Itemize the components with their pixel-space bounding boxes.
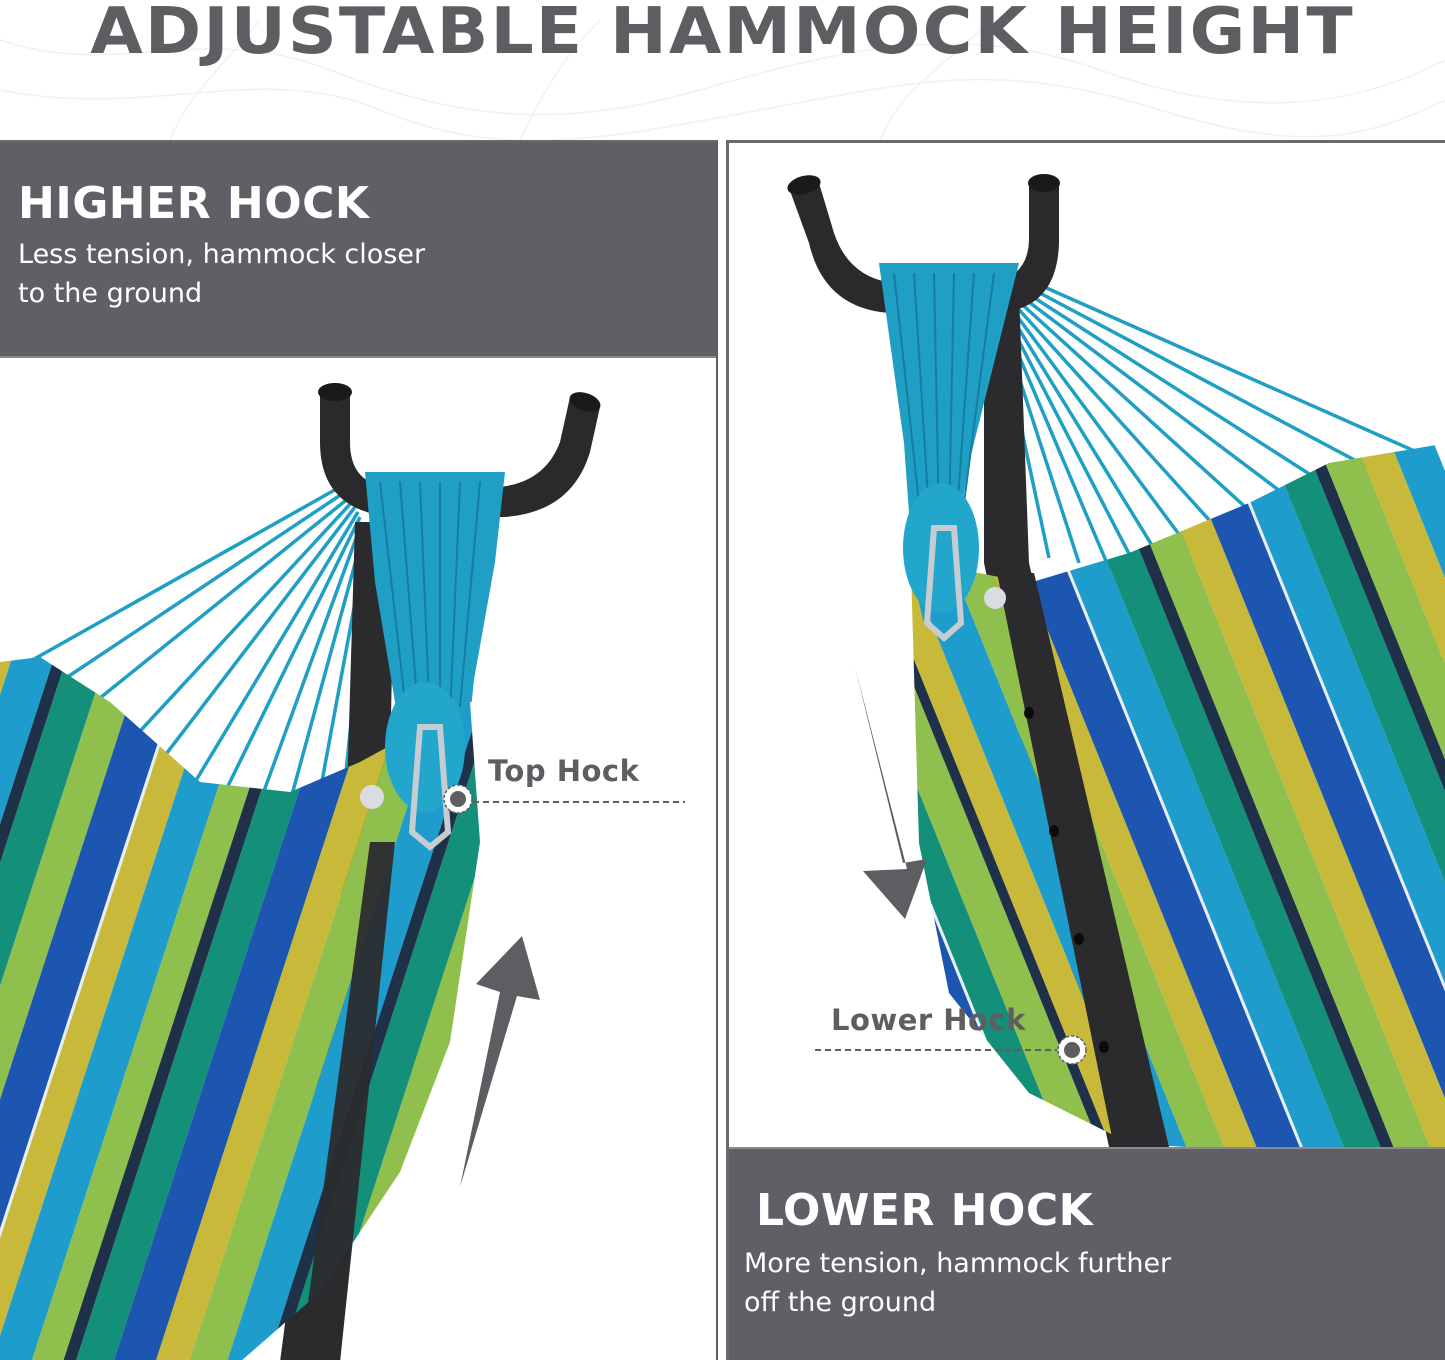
lower-hock-callout-marker (815, 1035, 1087, 1065)
suspension-ropes (907, 276, 1420, 574)
suspension-ropes (19, 485, 487, 803)
higher-hock-desc-line1: Less tension, hammock closer (18, 239, 426, 270)
page-title: ADJUSTABLE HAMMOCK HEIGHT (90, 0, 1355, 69)
arrow-down-icon (855, 667, 927, 919)
lower-hock-desc-line1: More tension, hammock further (744, 1248, 1172, 1279)
carabiner-icon (408, 724, 452, 851)
lower-hock-label: Lower Hock (831, 1003, 1026, 1037)
higher-hock-desc-line2: to the ground (18, 278, 203, 309)
topographic-background (0, 19, 1445, 140)
lower-hock-desc-line2: off the ground (744, 1287, 937, 1318)
hammock-lower-illustration (787, 174, 1445, 1153)
lower-hock-panel: Lower Hock LOWER HOCK More tension, hamm… (726, 140, 1445, 1360)
lower-hock-footer: LOWER HOCK More tension, hammock further… (729, 1147, 1445, 1360)
top-hock-label: Top Hock (488, 754, 640, 788)
higher-hock-header: HIGHER HOCK Less tension, hammock closer… (0, 142, 716, 358)
higher-hock-title: HIGHER HOCK (18, 178, 370, 229)
stand-hook (789, 183, 1059, 313)
panel-divider (721, 140, 723, 1360)
rope-wrap (903, 483, 979, 613)
carabiner-icon (923, 525, 965, 643)
higher-hock-panel: HIGHER HOCK Less tension, hammock closer… (0, 140, 718, 1360)
hammock-higher-illustration (0, 383, 601, 1360)
lower-hock-title: LOWER HOCK (756, 1185, 1094, 1236)
arrow-up-icon (460, 936, 540, 1187)
stand-hook (320, 392, 600, 517)
top-hock-callout-marker (443, 784, 685, 814)
